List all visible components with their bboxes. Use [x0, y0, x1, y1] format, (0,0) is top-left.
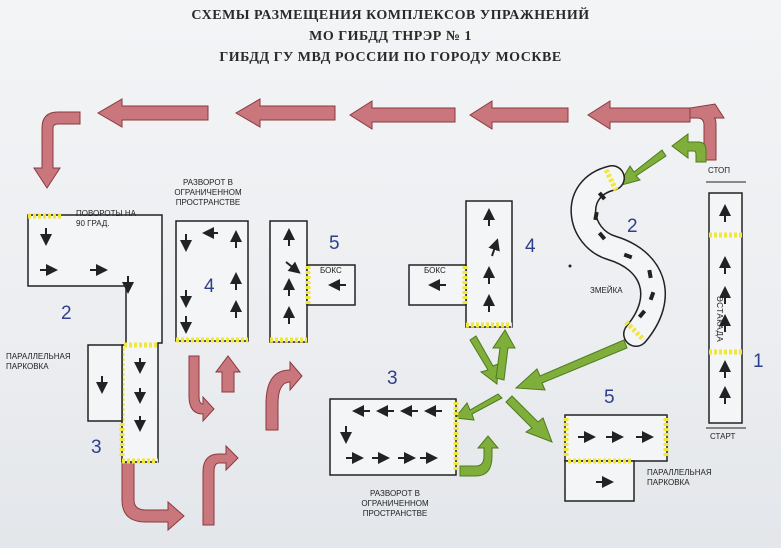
red-arrow-top-3 [349, 100, 456, 130]
snake-number: 2 [627, 216, 638, 237]
red-arrow-top-left-curve [33, 111, 81, 189]
green-arrow-to-snake [616, 149, 667, 187]
green-arrow-center-2 [492, 329, 516, 381]
red-arrow-top-4 [235, 98, 336, 128]
snake-markings [603, 168, 646, 342]
box-right-number: 4 [525, 236, 536, 257]
green-arrow-to-uturn [454, 393, 503, 421]
estacade-number: 1 [753, 351, 764, 372]
red-arrow-top-2 [469, 100, 569, 130]
uturn-top-number: 4 [204, 276, 215, 297]
box-left-number: 5 [329, 233, 340, 254]
red-arrow-top-1 [587, 100, 691, 130]
estacade-track [708, 192, 743, 424]
snake-label: ЗМЕЙКА [590, 286, 623, 295]
turns-corridor [27, 214, 163, 463]
box-right-arrows [428, 208, 500, 312]
estacade-start-label: СТАРТ [710, 432, 736, 441]
red-arrow-top-5 [97, 98, 209, 128]
parallel-right-label: ПАРАЛЛЕЛЬНАЯ ПАРКОВКА [647, 468, 712, 487]
red-arrow-bottom-left-2 [202, 444, 239, 526]
red-arrow-bottom-left-1 [121, 461, 185, 532]
green-flow-arrows [454, 133, 707, 477]
uturn-bottom-label: РАЗВОРОТ В ОГРАНИЧЕННОМ ПРОСТРАНСТВЕ [361, 489, 429, 518]
parallel-left-number: 3 [91, 437, 102, 458]
estacade-label: ЭСТАКАДА [715, 296, 724, 343]
box-left-arrows [283, 228, 346, 324]
turns-direction-arrows [40, 228, 146, 432]
uturn-bottom-arrows [340, 405, 442, 464]
box-left-label: БОКС [320, 266, 342, 275]
green-arrow-snake-out [514, 339, 628, 391]
parallel-right-number: 5 [604, 387, 615, 408]
green-arrow-to-parallel [505, 395, 553, 443]
red-arrow-mid-1 [188, 355, 215, 423]
parallel-left-label: ПАРАЛЛЕЛЬНАЯ ПАРКОВКА [6, 352, 71, 371]
uturn-top-label: РАЗВОРОТ В ОГРАНИЧЕННОМ ПРОСТРАНСТВЕ [174, 178, 242, 207]
estacade-stop-label: СТОП [708, 166, 731, 175]
green-arrow-stop-curve [671, 133, 707, 163]
turns-number: 2 [61, 303, 72, 324]
title-line-3: ГИБДД ГУ МВД РОССИИ ПО ГОРОДУ МОСКВЕ [219, 50, 562, 65]
parallel-right-arrows [578, 431, 654, 488]
red-arrow-top-right-curve [689, 103, 725, 161]
green-arrow-center-1 [469, 335, 499, 385]
red-flow-arrows [33, 98, 725, 532]
title-line-2: МО ГИБДД ТНРЭР № 1 [309, 29, 472, 44]
snake-arrows [593, 191, 656, 319]
parallel-parking-left-box [87, 344, 123, 422]
box-right-label: БОКС [424, 266, 446, 275]
red-arrow-mid-2 [215, 355, 241, 393]
uturn-bottom-number: 3 [387, 368, 398, 389]
green-arrow-uturn-out [459, 435, 500, 477]
turns-label: ПОВОРОТЫ НА 90 ГРАД. [76, 209, 136, 228]
uturn-top-arrows [180, 227, 242, 334]
red-arrow-mid-3 [265, 360, 303, 431]
title-line-1: СХЕМЫ РАЗМЕЩЕНИЯ КОМПЛЕКСОВ УПРАЖНЕНИЙ [191, 8, 590, 23]
